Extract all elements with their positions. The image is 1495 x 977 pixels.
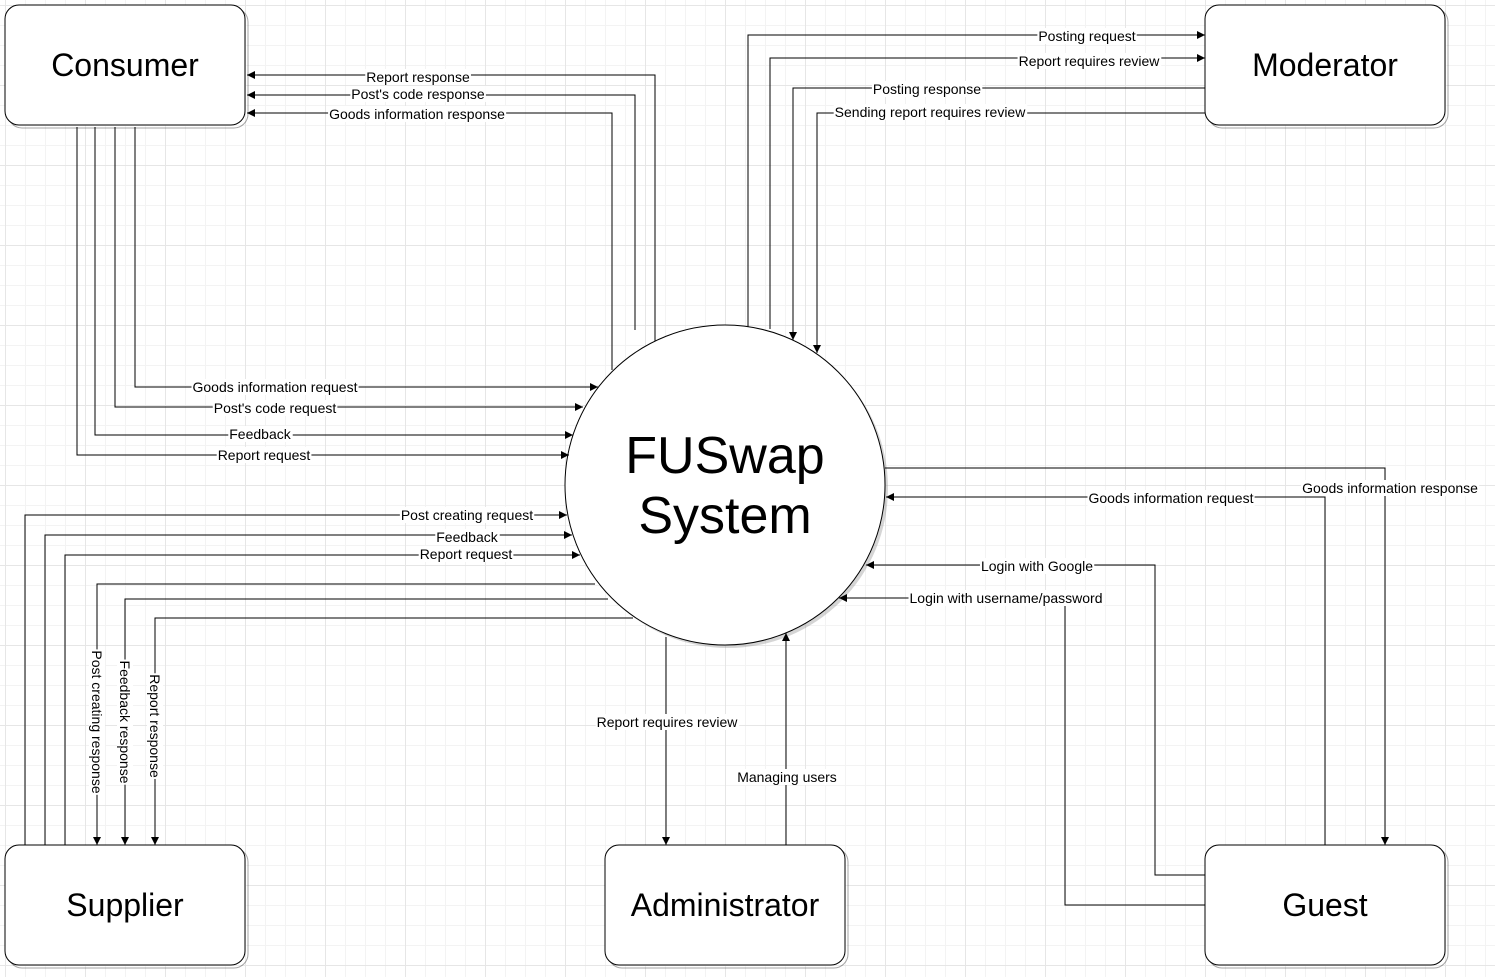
label-supplier-report-request: Report request (420, 546, 513, 562)
label-consumer-goods-info-request: Goods information request (193, 379, 358, 395)
entity-guest-label: Guest (1282, 887, 1367, 923)
label-guest-goods-info-request: Goods information request (1089, 490, 1254, 506)
flow-guest-login-password[interactable] (839, 594, 1205, 906)
flow-admin-report-requires-review[interactable] (662, 637, 670, 845)
label-supplier-post-creating-request: Post creating request (401, 507, 533, 523)
entity-administrator-label: Administrator (631, 887, 820, 923)
flow-consumer-post-code-request[interactable] (114, 127, 583, 411)
label-moderator-report-requires-review: Report requires review (1019, 53, 1161, 69)
entity-consumer-label: Consumer (51, 47, 199, 83)
flow-admin-managing-users[interactable] (782, 633, 790, 845)
flow-moderator-report-requires-review[interactable] (769, 54, 1205, 329)
label-guest-login-password: Login with username/password (910, 590, 1103, 606)
system-title-line2: System (638, 487, 811, 545)
entity-supplier[interactable]: Supplier (4, 844, 249, 969)
label-consumer-feedback: Feedback (229, 426, 291, 442)
entity-moderator[interactable]: Moderator (1204, 4, 1449, 129)
fuswap-system-process[interactable]: FUSwap System (564, 324, 888, 648)
flow-moderator-posting-response[interactable] (789, 87, 1205, 340)
entity-guest[interactable]: Guest (1204, 844, 1449, 969)
flow-supplier-feedback[interactable] (44, 531, 572, 845)
label-consumer-report-request: Report request (218, 447, 311, 463)
label-supplier-feedback: Feedback (436, 529, 498, 545)
label-supplier-report-response: Report response (147, 674, 163, 778)
system-title-line1: FUSwap (625, 427, 824, 485)
flow-guest-goods-info-response[interactable] (885, 467, 1389, 845)
flow-supplier-post-creating-response[interactable] (93, 583, 595, 845)
flow-supplier-report-request[interactable] (64, 551, 580, 845)
flow-consumer-goods-info-response[interactable] (247, 109, 613, 370)
flow-consumer-goods-info-request[interactable] (134, 127, 598, 391)
flow-guest-goods-info-request[interactable] (886, 493, 1326, 845)
flow-supplier-feedback-response[interactable] (121, 598, 608, 845)
label-admin-managing-users: Managing users (737, 769, 837, 785)
label-supplier-feedback-response: Feedback response (117, 661, 133, 784)
flow-consumer-report-request[interactable] (76, 127, 569, 459)
label-consumer-post-code-request: Post's code request (214, 400, 337, 416)
flow-consumer-feedback[interactable] (94, 127, 573, 439)
label-consumer-report-response: Report response (366, 69, 470, 85)
label-consumer-post-code-response: Post's code response (351, 86, 485, 102)
entity-moderator-label: Moderator (1252, 47, 1398, 83)
label-moderator-posting-request: Posting request (1038, 28, 1135, 44)
entity-administrator[interactable]: Administrator (604, 844, 849, 969)
label-guest-goods-info-response: Goods information response (1302, 480, 1478, 496)
entity-consumer[interactable]: Consumer (4, 4, 249, 129)
flow-consumer-post-code-response[interactable] (247, 91, 636, 330)
entity-supplier-label: Supplier (66, 887, 184, 923)
flow-supplier-post-creating-request[interactable] (24, 511, 567, 845)
flow-guest-login-google[interactable] (866, 561, 1205, 876)
label-consumer-goods-info-response: Goods information response (329, 106, 505, 122)
label-supplier-post-creating-response: Post creating response (89, 650, 105, 793)
label-moderator-sending-report-review: Sending report requires review (835, 104, 1027, 120)
label-moderator-posting-response: Posting response (873, 81, 981, 97)
label-admin-report-requires-review: Report requires review (597, 714, 739, 730)
flow-supplier-report-response[interactable] (151, 617, 633, 845)
flow-moderator-sending-report-review[interactable] (813, 112, 1205, 353)
label-guest-login-google: Login with Google (981, 558, 1093, 574)
